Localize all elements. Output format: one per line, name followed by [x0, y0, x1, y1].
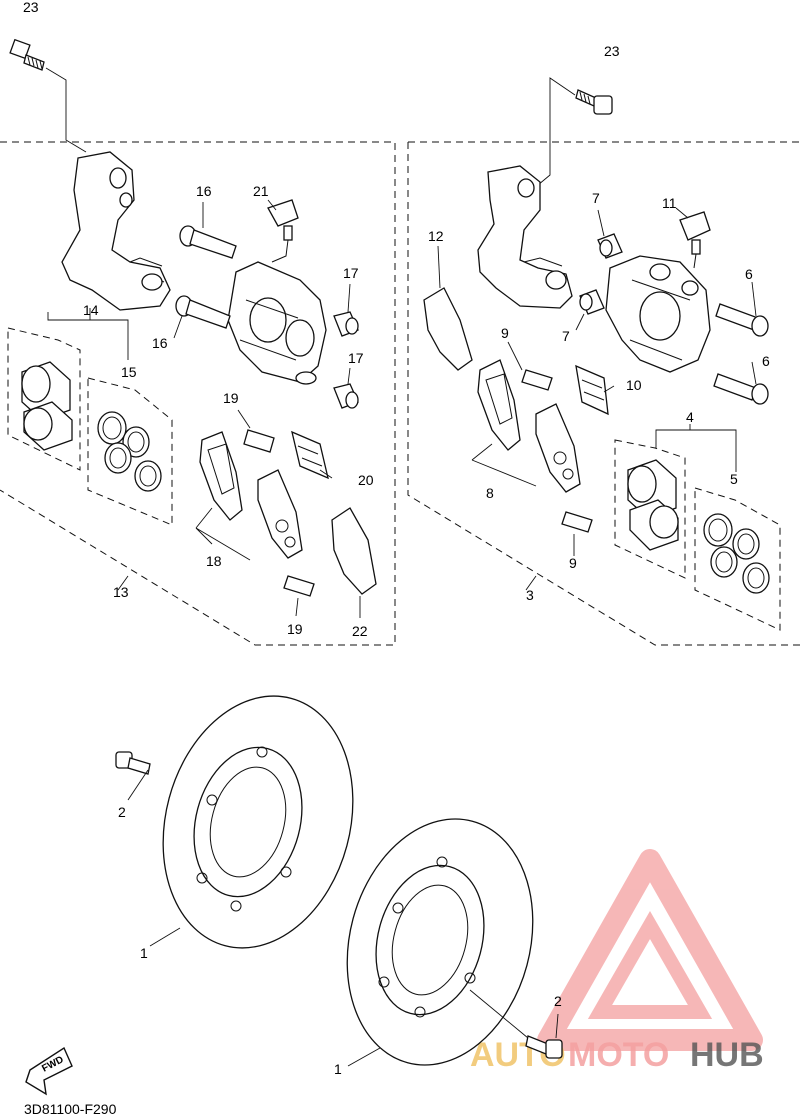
callout-7-upper: 7 — [592, 190, 600, 206]
leader-lines — [47, 199, 757, 1067]
callout-20: 20 — [358, 472, 374, 488]
pad-clip-9-upper — [521, 369, 553, 391]
piston-group-boundary-14 — [7, 327, 81, 471]
right-caliper-bracket — [477, 165, 573, 309]
pin-bolt-16-upper — [179, 225, 237, 259]
seals-15 — [97, 411, 162, 492]
bleeder-screw-11 — [679, 211, 711, 269]
callout-2-left: 2 — [118, 804, 126, 820]
callout-19-upper: 19 — [223, 390, 239, 406]
callout-1-lower: 1 — [334, 1061, 342, 1077]
callout-13: 13 — [113, 584, 129, 600]
boot-7-lower — [579, 289, 605, 315]
pad-spring-20 — [291, 430, 329, 480]
callout-11: 11 — [662, 195, 677, 211]
bleeder-screw-21 — [267, 199, 299, 263]
pad-clip-19-lower — [283, 575, 315, 597]
callout-10: 10 — [626, 377, 642, 393]
leader-23-right — [537, 77, 576, 186]
leader-disc-bolt-right — [469, 989, 529, 1039]
watermark-logo — [537, 849, 763, 1051]
left-caliper-bracket — [61, 151, 171, 311]
diagram-code: 3D81100-F290 — [24, 1101, 117, 1117]
pad-clip-9-lower — [561, 511, 593, 533]
callout-16-upper: 16 — [196, 183, 212, 199]
brake-disc-left — [162, 695, 354, 949]
callout-8: 8 — [486, 485, 494, 501]
disc-bolt-2-right — [525, 1035, 563, 1059]
watermark-text-moto: MOTO — [568, 1036, 669, 1074]
callout-14: 14 — [83, 302, 99, 318]
right-assembly-boundary — [407, 141, 800, 646]
watermark-text-hub: HUB — [690, 1036, 764, 1074]
boot-17-upper — [333, 311, 359, 337]
right-caliper-body — [605, 255, 711, 373]
callout-19-lower: 19 — [287, 621, 303, 637]
callout-3: 3 — [526, 587, 534, 603]
callout-21: 21 — [253, 183, 269, 199]
callout-6-upper: 6 — [745, 266, 753, 282]
pad-spring-10 — [575, 364, 609, 416]
seal-group-boundary-5 — [694, 487, 781, 631]
callout-1-upper: 1 — [140, 945, 148, 961]
callout-9-upper: 9 — [501, 325, 509, 341]
seal-group-boundary-15 — [87, 377, 173, 526]
leader-23-left — [45, 67, 87, 153]
callout-4: 4 — [686, 409, 694, 425]
callout-2-right: 2 — [554, 993, 562, 1009]
callout-17-lower: 17 — [348, 350, 364, 366]
callout-9-lower: 9 — [569, 555, 577, 571]
boot-17-lower — [333, 383, 359, 409]
callout-23-right: 23 — [604, 43, 620, 59]
callout-16-lower: 16 — [152, 335, 168, 351]
callout-22: 22 — [352, 623, 368, 639]
boot-7-upper — [597, 233, 623, 259]
shim-22 — [331, 507, 377, 595]
pad-clip-19-upper — [243, 429, 275, 453]
piston-group-boundary-4 — [614, 439, 686, 579]
pistons-14 — [21, 361, 73, 451]
callout-18: 18 — [206, 553, 222, 569]
bolt-23-right — [575, 89, 613, 115]
callout-6-lower: 6 — [762, 353, 770, 369]
callout-15: 15 — [121, 364, 137, 380]
callout-12: 12 — [428, 228, 444, 244]
shim-12 — [423, 287, 473, 371]
pistons-4 — [627, 459, 679, 551]
bolt-23-left — [9, 38, 45, 71]
callout-17-upper: 17 — [343, 265, 359, 281]
callout-5: 5 — [730, 471, 738, 487]
pin-bolt-16-lower — [175, 295, 231, 329]
brake-pads-8 — [477, 359, 581, 493]
seals-5 — [703, 513, 770, 594]
pin-bolt-6-upper — [715, 303, 769, 337]
disc-bolt-2-left — [115, 751, 151, 775]
pin-bolt-6-lower — [713, 373, 769, 405]
brake-pads-18 — [199, 431, 303, 559]
callout-23-left: 23 — [23, 0, 39, 15]
left-caliper-body — [227, 261, 327, 385]
forward-arrow-icon — [25, 1046, 73, 1096]
callout-7-lower: 7 — [562, 328, 570, 344]
